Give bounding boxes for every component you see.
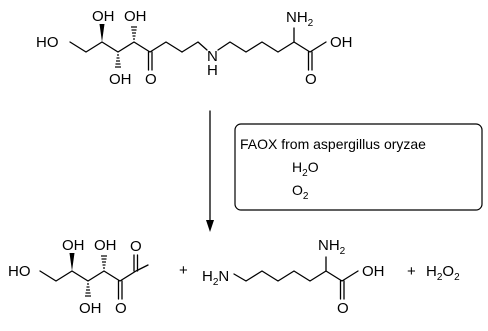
product-glucosone: HO OH OH OH O O bbox=[8, 237, 149, 317]
reactant-keto-oxygen: O bbox=[145, 71, 157, 88]
reactant-hash-bond-c3 bbox=[115, 54, 121, 68]
water-label: H2O bbox=[292, 159, 319, 179]
reaction-arrow bbox=[206, 110, 214, 232]
glucosone-keto-oxygen: O bbox=[115, 300, 127, 317]
reactant-wedge-bond bbox=[99, 24, 105, 42]
reactant-lysine-chain bbox=[217, 41, 327, 53]
lysine-acid-oxygen: O bbox=[337, 300, 349, 317]
glucosone-oh-label: OH bbox=[79, 300, 102, 317]
glucosone-oh-label: OH bbox=[94, 237, 117, 254]
glucosone-ho-label: HO bbox=[8, 263, 31, 280]
plus-sign: + bbox=[407, 263, 416, 280]
reactant-oh-label: OH bbox=[124, 8, 147, 25]
reactant-bond bbox=[69, 41, 183, 53]
reactant-oh-label: OH bbox=[92, 8, 115, 25]
glucosone-wedge-bond bbox=[69, 253, 75, 271]
reactant-molecule: HO OH OH OH O N H NH2 OH O bbox=[36, 8, 353, 88]
arrow-head bbox=[206, 220, 214, 232]
reactant-amine-h: H bbox=[207, 62, 218, 79]
hydrogen-peroxide-label: H2O2 bbox=[426, 263, 460, 283]
reactant-ho-label: HO bbox=[36, 34, 59, 51]
glucosone-chain bbox=[39, 264, 149, 282]
oxygen-label: O2 bbox=[292, 182, 309, 202]
glucosone-hash-bond-c4 bbox=[101, 255, 107, 269]
glucosone-oh-label: OH bbox=[62, 237, 85, 254]
enzyme-label: FAOX from aspergillus oryzae bbox=[240, 136, 426, 152]
conditions-box: FAOX from aspergillus oryzae H2O O2 bbox=[234, 123, 483, 211]
lysine-acid-oh: OH bbox=[362, 263, 385, 280]
reactant-acid-oxygen: O bbox=[305, 71, 317, 88]
lysine-nh2-label: NH2 bbox=[318, 237, 346, 257]
glucosone-aldehyde-oxygen: O bbox=[130, 238, 142, 255]
reactant-nh2-label: NH2 bbox=[286, 9, 314, 29]
lysine-h2n-label: H2N bbox=[202, 268, 229, 288]
reactant-bond bbox=[181, 41, 208, 53]
reactant-acid-oh: OH bbox=[330, 34, 353, 51]
reactant-hash-bond-c4 bbox=[131, 26, 137, 40]
reactant-amine-n: N bbox=[207, 48, 218, 65]
reactant-oh-label: OH bbox=[109, 71, 132, 88]
plus-sign: + bbox=[179, 262, 188, 279]
glucosone-hash-bond-c3 bbox=[85, 283, 91, 297]
lysine-chain bbox=[233, 270, 359, 282]
product-lysine: H2N NH2 OH O bbox=[202, 237, 385, 317]
